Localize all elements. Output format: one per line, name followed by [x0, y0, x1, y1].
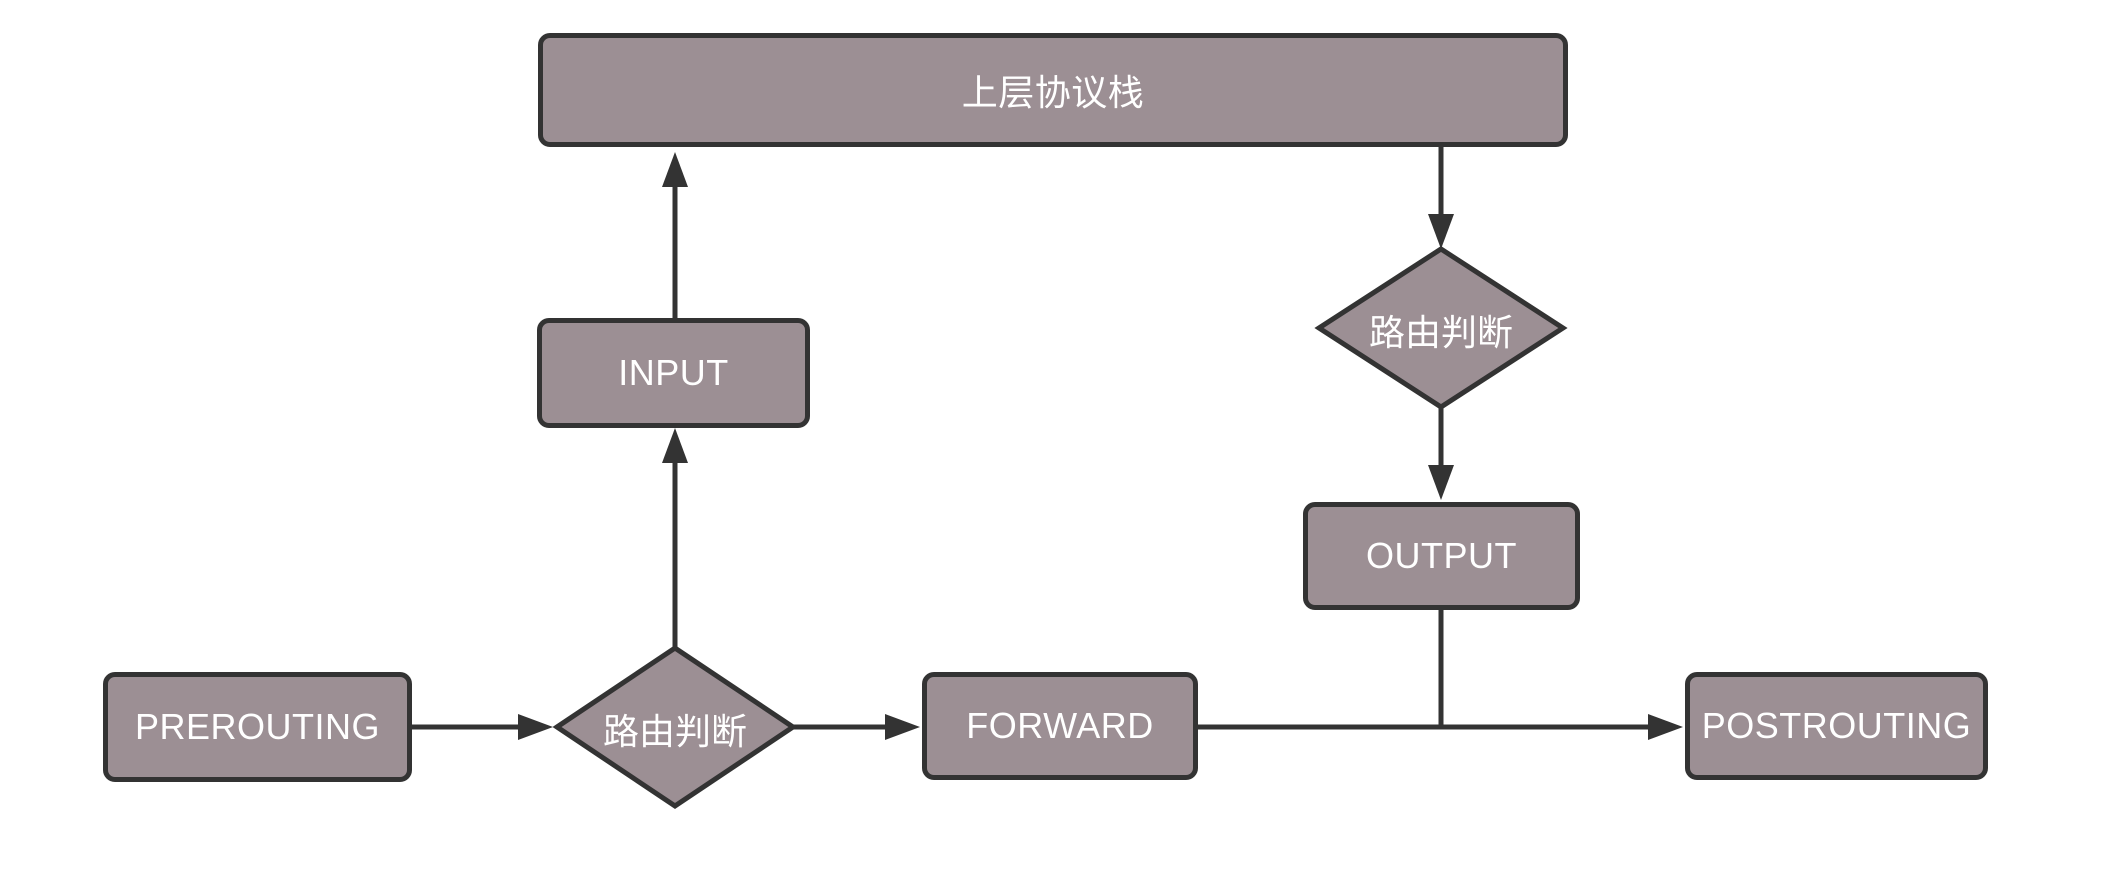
- edge-input-to-upper-stack-arrowhead: [662, 152, 688, 187]
- node-routing-decision-right-label: 路由判断: [1368, 312, 1514, 353]
- edge-forward-to-postrouting-arrowhead: [1648, 714, 1683, 740]
- node-input-label: INPUT: [618, 352, 729, 393]
- node-forward-label: FORWARD: [966, 705, 1154, 746]
- node-routing-decision-left-label: 路由判断: [602, 711, 748, 752]
- node-upper-protocol-stack: 上层协议栈: [538, 33, 1568, 147]
- node-upper-protocol-stack-label: 上层协议栈: [961, 72, 1145, 113]
- edge-prerouting-to-routing-left-arrowhead: [518, 714, 553, 740]
- edge-routing-left-to-input-arrowhead: [662, 428, 688, 463]
- edge-upper-stack-to-routing-right-arrowhead: [1428, 214, 1454, 249]
- node-forward: FORWARD: [922, 672, 1198, 780]
- edge-routing-left-to-forward-arrowhead: [885, 714, 920, 740]
- node-input: INPUT: [537, 318, 810, 428]
- node-output-label: OUTPUT: [1366, 535, 1517, 576]
- node-postrouting-label: POSTROUTING: [1701, 705, 1972, 746]
- node-prerouting: PREROUTING: [103, 672, 412, 782]
- node-prerouting-label: PREROUTING: [134, 706, 380, 747]
- node-output: OUTPUT: [1303, 502, 1580, 610]
- node-routing-decision-right-shape: [1314, 246, 1568, 410]
- edge-routing-right-to-output-arrowhead: [1428, 465, 1454, 500]
- node-postrouting: POSTROUTING: [1685, 672, 1988, 780]
- node-routing-decision-left-shape: [552, 644, 798, 810]
